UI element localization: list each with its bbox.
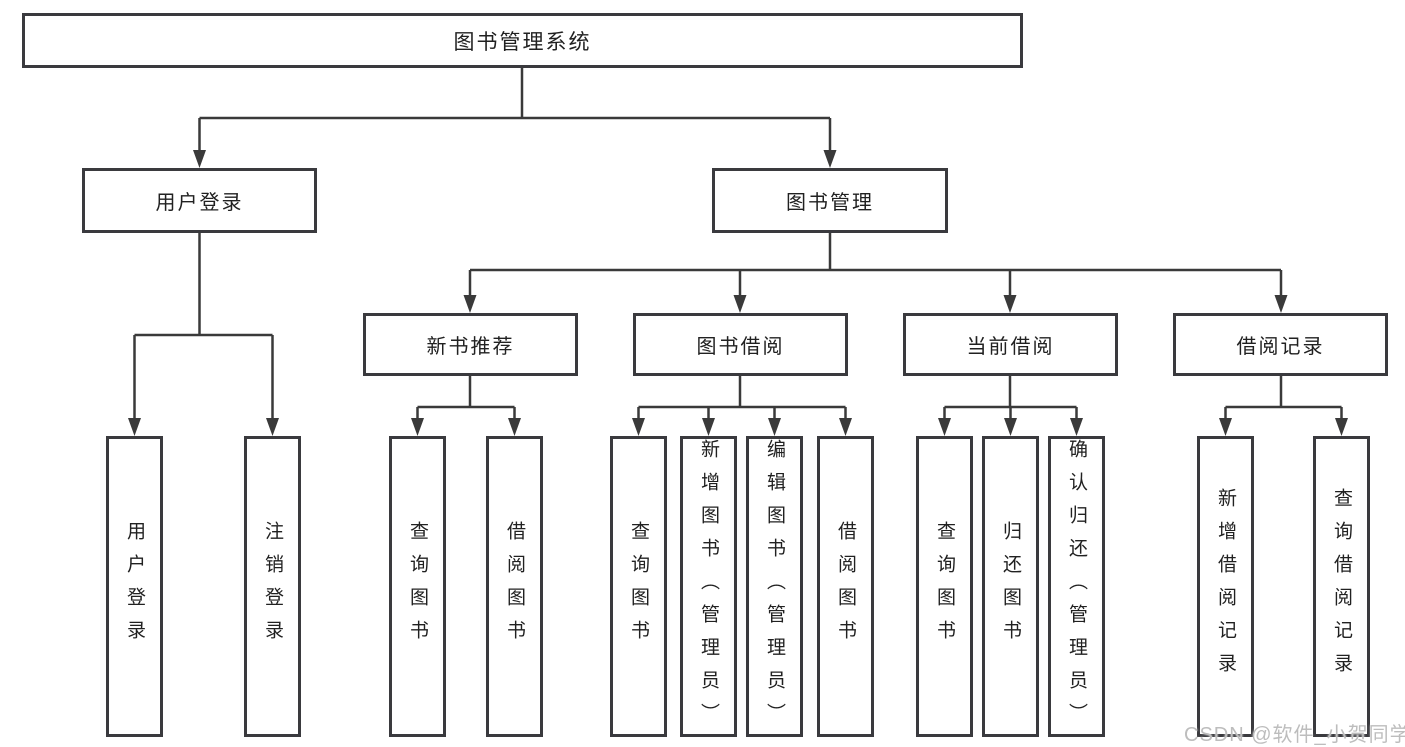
leaf-records-query-borrow-record: 查询借阅记录 bbox=[1313, 436, 1370, 737]
leaf-borrowing-query-books: 查询图书 bbox=[610, 436, 667, 737]
node-current-borrowing: 当前借阅 bbox=[903, 313, 1118, 376]
leaf-current-return-books: 归还图书 bbox=[982, 436, 1039, 737]
node-borrowing-records: 借阅记录 bbox=[1173, 313, 1388, 376]
node-book-borrowing: 图书借阅 bbox=[633, 313, 848, 376]
watermark: CSDN @软件_小贺同学 bbox=[1184, 724, 1405, 746]
node-book-management: 图书管理 bbox=[712, 168, 948, 233]
node-new-book-recommend: 新书推荐 bbox=[363, 313, 578, 376]
leaf-recommend-borrow-books: 借阅图书 bbox=[486, 436, 543, 737]
leaf-user-login: 用户登录 bbox=[106, 436, 163, 737]
leaf-borrowing-add-books-admin: 新增图书（管理员） bbox=[680, 436, 737, 737]
leaf-logout: 注销登录 bbox=[244, 436, 301, 737]
leaf-current-query-books: 查询图书 bbox=[916, 436, 973, 737]
leaf-current-confirm-return-admin: 确认归还（管理员） bbox=[1048, 436, 1105, 737]
leaf-records-add-borrow-record: 新增借阅记录 bbox=[1197, 436, 1254, 737]
node-library-system: 图书管理系统 bbox=[22, 13, 1023, 68]
leaf-recommend-query-books: 查询图书 bbox=[389, 436, 446, 737]
leaf-borrowing-edit-books-admin: 编辑图书（管理员） bbox=[746, 436, 803, 737]
node-user-login: 用户登录 bbox=[82, 168, 317, 233]
leaf-borrowing-borrow-books: 借阅图书 bbox=[817, 436, 874, 737]
